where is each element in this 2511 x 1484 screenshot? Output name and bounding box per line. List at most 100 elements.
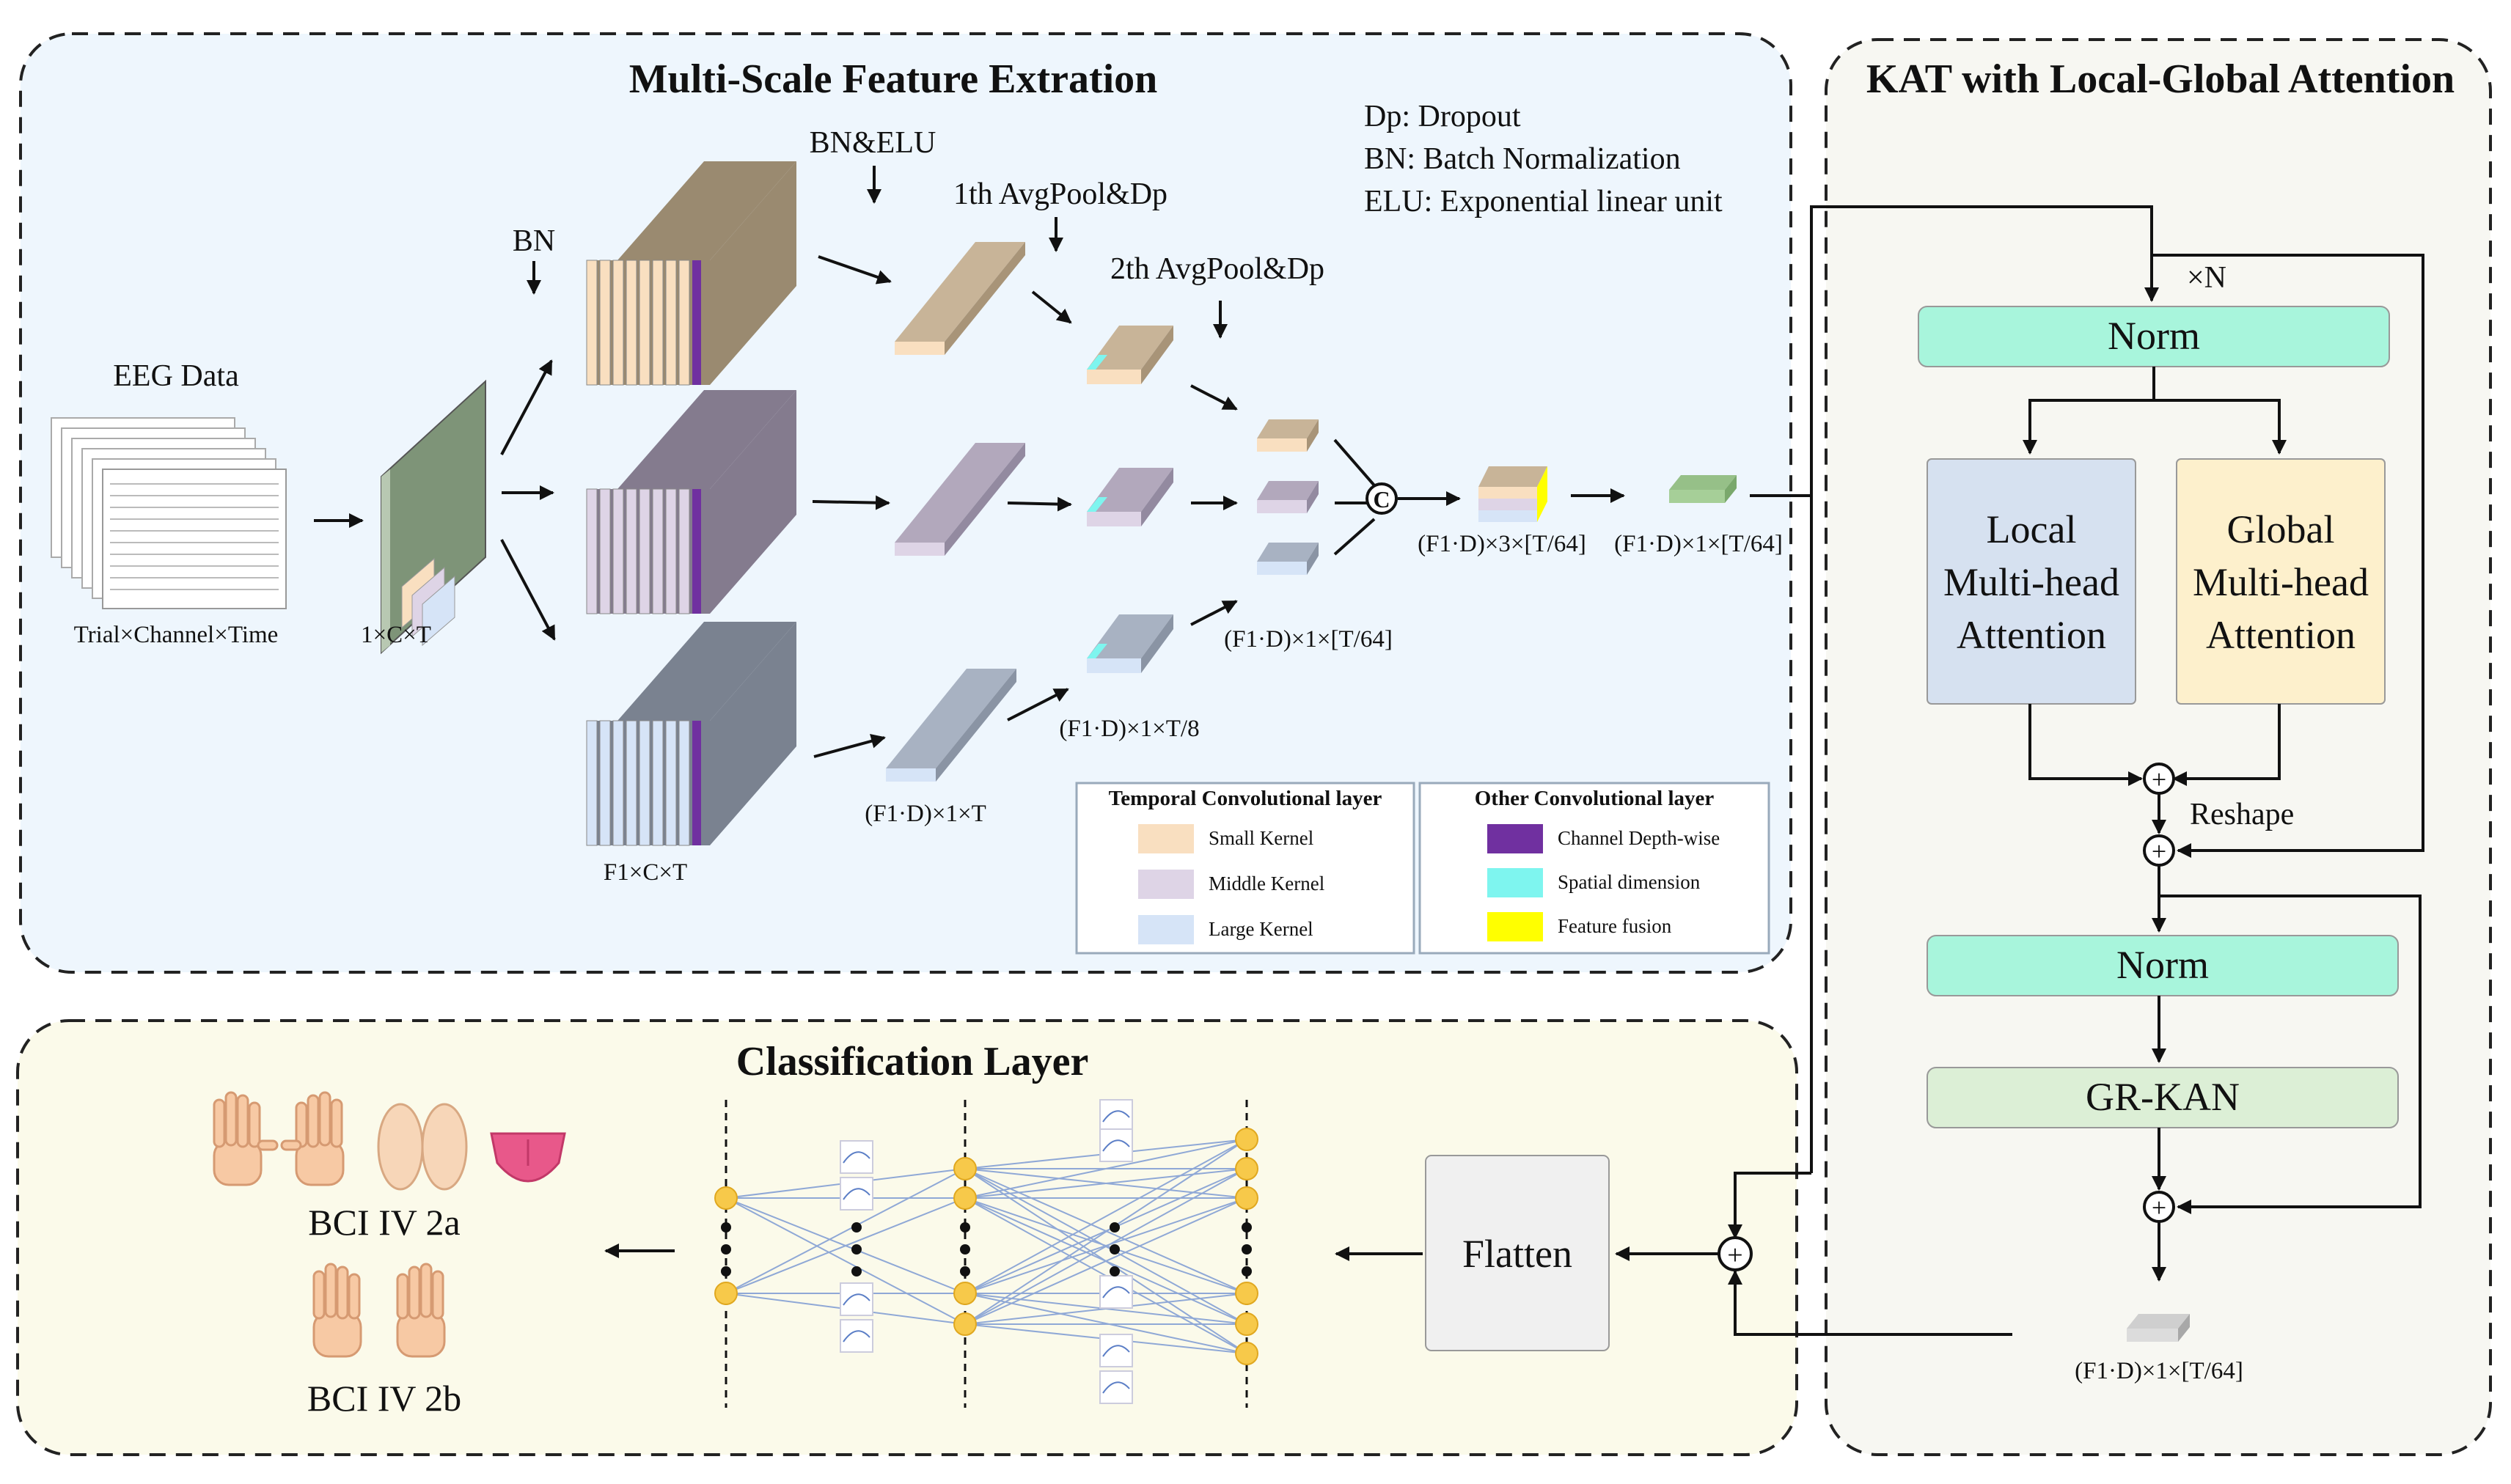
feet-icon bbox=[377, 1103, 468, 1191]
activation-curve bbox=[843, 1330, 870, 1342]
input-block bbox=[381, 379, 486, 655]
kan-node bbox=[714, 1282, 738, 1305]
ellipsis-dot bbox=[721, 1266, 731, 1277]
pool1-block-middle bbox=[1087, 468, 1173, 526]
flatten-label: Flatten bbox=[1462, 1232, 1572, 1276]
activation-curve bbox=[843, 1293, 870, 1306]
legend-swatch-small bbox=[1138, 824, 1194, 853]
legend-swatch-middle bbox=[1138, 870, 1194, 899]
kat-output-block bbox=[2127, 1314, 2190, 1342]
feature-panel-title: Multi-Scale Feature Extration bbox=[629, 56, 1158, 102]
legend-temporal-title: Temporal Convolutional layer bbox=[1109, 787, 1382, 810]
legend-swatch-spatial bbox=[1487, 868, 1543, 897]
f1ct-label: F1×C×T bbox=[604, 859, 687, 886]
trial-dim-label: Trial×Channel×Time bbox=[74, 622, 279, 648]
activation-curve bbox=[1102, 1286, 1130, 1298]
global-line-1: Global bbox=[2227, 507, 2335, 551]
ellipsis-dot bbox=[1110, 1266, 1120, 1277]
concat-node bbox=[1366, 482, 1398, 515]
legend-other: Other Convolutional layer Channel Depth-… bbox=[1418, 782, 1770, 955]
token-dim-label: (F1·D)×1×[T/64] bbox=[1614, 531, 1783, 557]
kan-node bbox=[1235, 1282, 1258, 1305]
ellipsis-dot bbox=[721, 1244, 731, 1255]
legend-temporal: Temporal Convolutional layer Small Kerne… bbox=[1075, 782, 1415, 955]
fused-feature-block bbox=[1478, 466, 1547, 522]
kan-node bbox=[1235, 1186, 1258, 1210]
kan-edge bbox=[964, 1139, 1247, 1325]
feature-extraction-panel bbox=[19, 32, 1792, 974]
local-line-2: Multi-head bbox=[1943, 560, 2119, 604]
flatten-block bbox=[1425, 1155, 1610, 1351]
bci-2b-label: BCI IV 2b bbox=[307, 1378, 461, 1419]
conv-stack-small bbox=[586, 161, 796, 386]
kan-edge bbox=[964, 1197, 1247, 1325]
kan-node bbox=[953, 1282, 977, 1305]
kan-node bbox=[1235, 1128, 1258, 1151]
pool2-block-small bbox=[1257, 419, 1319, 452]
global-line-2: Multi-head bbox=[2193, 560, 2369, 604]
activation-curve bbox=[1102, 1139, 1130, 1152]
right-hand-icon bbox=[280, 1091, 345, 1186]
ellipsis-dot bbox=[1242, 1266, 1252, 1277]
kat-output-dim-label: (F1·D)×1×[T/64] bbox=[2075, 1358, 2243, 1384]
right-hand-icon-2b bbox=[396, 1263, 446, 1358]
legend-spatial-dimension: Spatial dimension bbox=[1558, 871, 1701, 893]
repeat-n-label: ×N bbox=[2187, 261, 2226, 295]
norm-2-label: Norm bbox=[2116, 943, 2209, 987]
ellipsis-dot bbox=[1242, 1244, 1252, 1255]
note-dropout: Dp: Dropout bbox=[1364, 100, 1521, 133]
ellipsis-dot bbox=[960, 1222, 970, 1233]
tongue-icon bbox=[490, 1132, 566, 1183]
legend-swatch-large bbox=[1138, 915, 1194, 944]
norm-1-label: Norm bbox=[2108, 314, 2200, 358]
sum-plus-4: + bbox=[1727, 1240, 1742, 1271]
pool2-dim-label: (F1·D)×1×[T/64] bbox=[1224, 626, 1393, 653]
local-line-1: Local bbox=[1987, 507, 2077, 551]
gr-kan-block bbox=[1927, 1067, 2399, 1128]
pool2-block-large bbox=[1257, 543, 1319, 575]
kan-edge bbox=[725, 1197, 966, 1325]
input-dim-label: 1×C×T bbox=[361, 622, 431, 648]
kan-edge bbox=[725, 1168, 966, 1294]
kat-panel-title: KAT with Local-Global Attention bbox=[1866, 56, 2455, 102]
bn-label: BN bbox=[513, 224, 555, 258]
eeg-data-stack bbox=[51, 417, 287, 609]
activation-curve bbox=[1102, 1381, 1130, 1394]
conv-stack-large bbox=[586, 622, 796, 846]
kan-node bbox=[1235, 1157, 1258, 1180]
pool1-block-large bbox=[1087, 614, 1173, 673]
sum-plus-1: + bbox=[2152, 765, 2166, 794]
legend-channel-depthwise: Channel Depth-wise bbox=[1558, 827, 1720, 849]
depthwise-dim-label: (F1·D)×1×T bbox=[865, 801, 986, 827]
depthwise-slab-small bbox=[895, 242, 1025, 355]
ellipsis-dot bbox=[721, 1222, 731, 1233]
activation-tile bbox=[1099, 1334, 1133, 1367]
norm-block-2 bbox=[1927, 935, 2399, 996]
gr-kan-label: GR-KAN bbox=[2086, 1075, 2240, 1119]
ellipsis-dot bbox=[851, 1266, 862, 1277]
sum-plus-2: + bbox=[2152, 837, 2166, 866]
activation-curve bbox=[843, 1151, 870, 1164]
ellipsis-dot bbox=[1110, 1244, 1120, 1255]
classify-panel-title: Classification Layer bbox=[736, 1039, 1089, 1084]
legend-small-kernel: Small Kernel bbox=[1209, 827, 1313, 849]
activation-curve bbox=[843, 1188, 870, 1200]
ellipsis-dot bbox=[1242, 1222, 1252, 1233]
bci-2a-label: BCI IV 2a bbox=[308, 1202, 460, 1243]
left-hand-icon-2b bbox=[312, 1263, 362, 1358]
pool1-block-small bbox=[1087, 326, 1173, 384]
ellipsis-dot bbox=[851, 1244, 862, 1255]
legend-middle-kernel: Middle Kernel bbox=[1209, 873, 1324, 895]
legend-other-title: Other Convolutional layer bbox=[1475, 787, 1715, 810]
kan-edge bbox=[964, 1168, 1247, 1325]
legend-swatch-depthwise bbox=[1487, 824, 1543, 853]
avgpool2-label: 2th AvgPool&Dp bbox=[1110, 252, 1324, 286]
bn-elu-label: BN&ELU bbox=[810, 126, 936, 160]
activation-tile bbox=[840, 1177, 873, 1211]
depthwise-slab-large bbox=[886, 669, 1016, 782]
depthwise-slab-middle bbox=[895, 443, 1025, 556]
eeg-data-label: EEG Data bbox=[113, 359, 239, 393]
token-block bbox=[1669, 475, 1737, 503]
kan-node bbox=[953, 1157, 977, 1180]
